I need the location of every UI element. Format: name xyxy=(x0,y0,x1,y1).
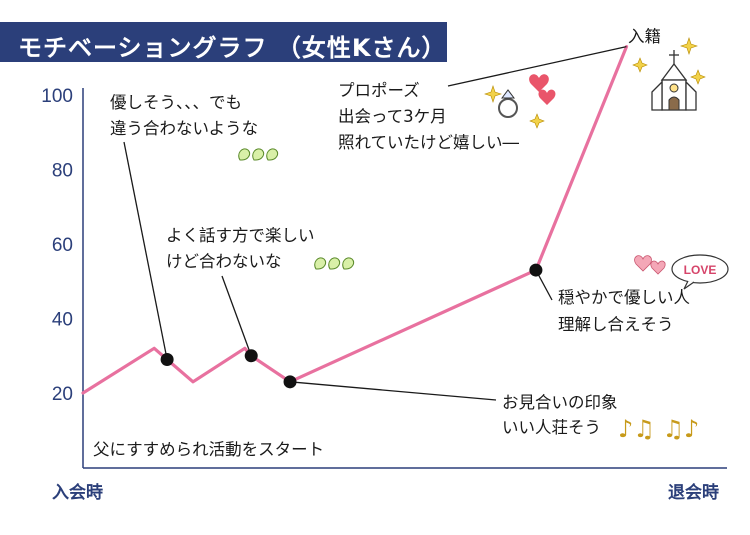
point-markers xyxy=(160,263,543,389)
annotation-3-line-1: お見合いの印象 xyxy=(502,393,618,412)
pea-icon xyxy=(238,148,251,161)
love-badge: LOVE xyxy=(671,254,729,290)
data-point-marker xyxy=(244,349,258,363)
x-label-end: 退会時 xyxy=(668,482,719,503)
annotation-2-line-2: けど合わないな xyxy=(166,252,282,271)
title-banner: モチベーショングラフ （女性Kさん） xyxy=(0,22,447,62)
music-notes-icon: ♪♫ ♫♪ xyxy=(618,415,699,443)
annotation-5-line-1: プロポーズ xyxy=(338,81,420,100)
annotation-1-line-2: 違う合わないような xyxy=(110,119,258,138)
y-tick-label: 60 xyxy=(52,235,73,256)
annotation-4-line-1: 穏やかで優しい人 xyxy=(558,288,690,307)
y-tick-label: 100 xyxy=(41,86,73,107)
heart-icon xyxy=(650,260,666,275)
church-icon xyxy=(651,50,697,111)
x-label-start: 入会時 xyxy=(52,482,103,503)
pea-icon xyxy=(252,148,265,161)
annotation-4-line-2: 理解し合えそう xyxy=(558,315,674,334)
pea-icon xyxy=(342,257,355,270)
annotation-1-suffix xyxy=(238,148,279,161)
annotation-1-line-1: 優しそう、、、でも xyxy=(110,93,242,112)
annotation-leader-line xyxy=(123,141,168,360)
annotation-5-line-3: 照れていたけど嬉しい― xyxy=(338,133,520,152)
sparkle-icon xyxy=(484,85,502,103)
data-point-marker xyxy=(529,263,543,277)
annotation-2-line-1: よく話す方で楽しい xyxy=(166,226,315,245)
page-title: モチベーショングラフ （女性Kさん） xyxy=(18,34,447,62)
y-tick-labels: 20 40 60 80 100 xyxy=(41,86,73,405)
y-tick-label: 40 xyxy=(52,310,73,331)
annotation-7-label: 父にすすめられ活動をスタート xyxy=(93,440,324,459)
ring-icon xyxy=(498,89,518,118)
data-point-marker xyxy=(283,375,297,389)
annotation-3-line-2: いい人荘そう xyxy=(502,418,601,437)
y-tick-label: 80 xyxy=(52,161,73,182)
annotation-5-line-2: 出会って3ケ月 xyxy=(338,107,447,126)
pea-icon xyxy=(328,257,341,270)
series-line xyxy=(81,45,629,395)
annotation-leader-line xyxy=(447,45,627,87)
pea-icon xyxy=(266,148,279,161)
love-badge-label: LOVE xyxy=(684,263,717,277)
heart-icon xyxy=(529,74,549,92)
y-tick-label: 20 xyxy=(52,384,73,405)
annotation-leader-line xyxy=(289,381,497,401)
sparkle-icon xyxy=(632,57,648,73)
data-point-marker xyxy=(160,352,174,366)
sparkle-icon xyxy=(680,37,698,55)
annotation-2-suffix xyxy=(314,257,355,270)
sparkle-icon xyxy=(529,113,545,129)
heart-icon xyxy=(634,255,652,272)
heart-icon xyxy=(538,89,556,105)
sparkle-icon xyxy=(690,69,706,85)
annotation-leader-line xyxy=(221,275,252,356)
pea-icon xyxy=(314,257,327,270)
annotation-6-label: 入籍 xyxy=(628,27,661,46)
